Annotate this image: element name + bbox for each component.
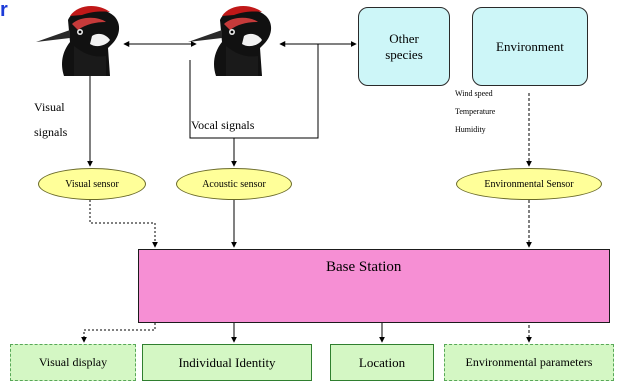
visual-sensor-label: Visual sensor xyxy=(65,178,119,190)
environmental-parameters-box: Environmental parameters xyxy=(444,344,614,381)
acoustic-sensor: Acoustic sensor xyxy=(176,168,292,200)
env-factor-temperature: Temperature xyxy=(455,107,496,116)
env-factor-humidity: Humidity xyxy=(455,125,486,134)
vocal-signals-label: Vocal signals xyxy=(191,118,255,132)
acoustic-sensor-label: Acoustic sensor xyxy=(202,178,266,190)
environmental-sensor: Environmental Sensor xyxy=(456,168,602,200)
visual-signals-label-2: signals xyxy=(34,125,68,139)
woodpecker-right-icon xyxy=(188,6,272,76)
header-fragment: r xyxy=(0,0,8,21)
base-to-visual-display xyxy=(81,323,156,343)
visual-display-label: Visual display xyxy=(38,355,108,369)
env-factor-wind-speed: Wind speed xyxy=(455,89,493,98)
other-species-box: Other species xyxy=(358,7,450,86)
woodpecker-left-icon xyxy=(36,6,120,76)
visual-signals-label-1: Visual xyxy=(34,100,65,114)
visual-sensor: Visual sensor xyxy=(38,168,146,200)
environment-label: Environment xyxy=(496,38,564,54)
environmental-parameters-label: Environmental parameters xyxy=(465,355,593,369)
individual-identity-box: Individual Identity xyxy=(142,344,312,381)
other-species-line-2: species xyxy=(385,46,423,62)
base-station-label: Base Station xyxy=(326,259,402,275)
visual-display-box: Visual display xyxy=(10,344,136,381)
vocal-signal-bracket xyxy=(189,44,319,139)
environmental-sensor-label: Environmental Sensor xyxy=(484,178,574,190)
other-species-line-1: Other xyxy=(389,30,419,46)
visual-sensor-to-base xyxy=(89,200,158,248)
location-box: Location xyxy=(330,344,434,381)
base-station-box xyxy=(138,249,610,323)
individual-identity-label: Individual Identity xyxy=(178,354,276,370)
environment-box: Environment xyxy=(472,7,588,86)
location-label: Location xyxy=(358,354,406,370)
